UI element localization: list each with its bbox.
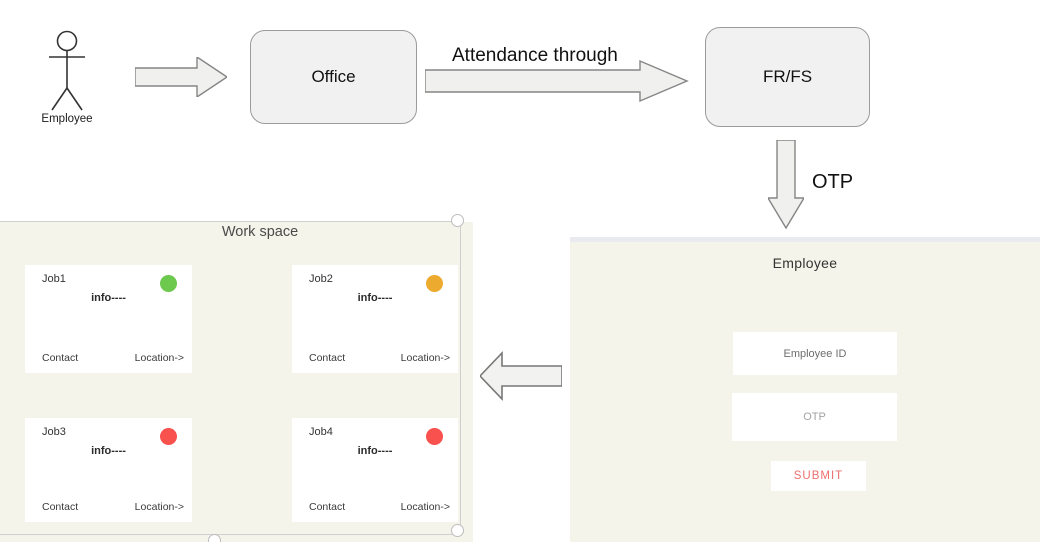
job-title: Job3 <box>42 426 66 438</box>
job-info: info---- <box>357 292 393 304</box>
job-contact-link[interactable]: Contact <box>42 501 79 513</box>
resize-handle[interactable] <box>451 524 464 537</box>
job-info: info---- <box>91 445 126 457</box>
job-contact-link[interactable]: Contact <box>309 352 346 364</box>
employee-id-input[interactable] <box>733 332 897 375</box>
job-info: info---- <box>357 445 393 457</box>
arrow-right-icon[interactable] <box>135 57 227 97</box>
status-dot-green-icon <box>160 275 177 292</box>
job-contact-link[interactable]: Contact <box>42 352 79 364</box>
job-location-link[interactable]: Location-> <box>400 501 450 513</box>
login-panel-title: Employee <box>772 255 838 271</box>
job-location-link[interactable]: Location-> <box>400 352 450 364</box>
frfs-node[interactable]: FR/FS <box>705 27 870 127</box>
job-contact-link[interactable]: Contact <box>309 501 346 513</box>
arrow-down-icon[interactable] <box>768 140 804 230</box>
job-title: Job2 <box>309 273 333 285</box>
status-dot-red-icon <box>426 428 443 445</box>
actor-label: Employee <box>41 113 93 125</box>
panel-top-strip <box>570 237 1040 242</box>
job-card[interactable]: Job2 info---- Contact Location-> <box>292 265 458 373</box>
employee-login-panel[interactable]: Employee SUBMIT <box>570 237 1040 542</box>
submit-button[interactable]: SUBMIT <box>771 461 866 491</box>
employee-actor-icon[interactable] <box>37 20 97 112</box>
workspace-title: Work space <box>221 224 299 240</box>
job-card[interactable]: Job1 info---- Contact Location-> <box>25 265 192 373</box>
arrow-left-icon[interactable] <box>480 351 562 401</box>
status-dot-red-icon <box>160 428 177 445</box>
job-card[interactable]: Job3 info---- Contact Location-> <box>25 418 192 522</box>
job-location-link[interactable]: Location-> <box>134 501 184 513</box>
job-title: Job4 <box>309 426 333 438</box>
otp-input[interactable] <box>732 393 897 441</box>
resize-handle[interactable] <box>208 534 221 542</box>
job-location-link[interactable]: Location-> <box>134 352 184 364</box>
job-title: Job1 <box>42 273 66 285</box>
status-dot-orange-icon <box>426 275 443 292</box>
attendance-arrow-label: Attendance through <box>452 45 618 66</box>
office-node[interactable]: Office <box>250 30 417 124</box>
job-info: info---- <box>91 292 126 304</box>
arrow-right-icon[interactable] <box>425 58 691 104</box>
workspace-panel[interactable]: Work space Job1 info---- Contact Locatio… <box>0 222 473 542</box>
job-card[interactable]: Job4 info---- Contact Location-> <box>292 418 458 522</box>
otp-arrow-label: OTP <box>812 171 854 193</box>
frfs-label: FR/FS <box>762 67 813 86</box>
resize-handle[interactable] <box>451 214 464 227</box>
office-label: Office <box>311 67 356 86</box>
